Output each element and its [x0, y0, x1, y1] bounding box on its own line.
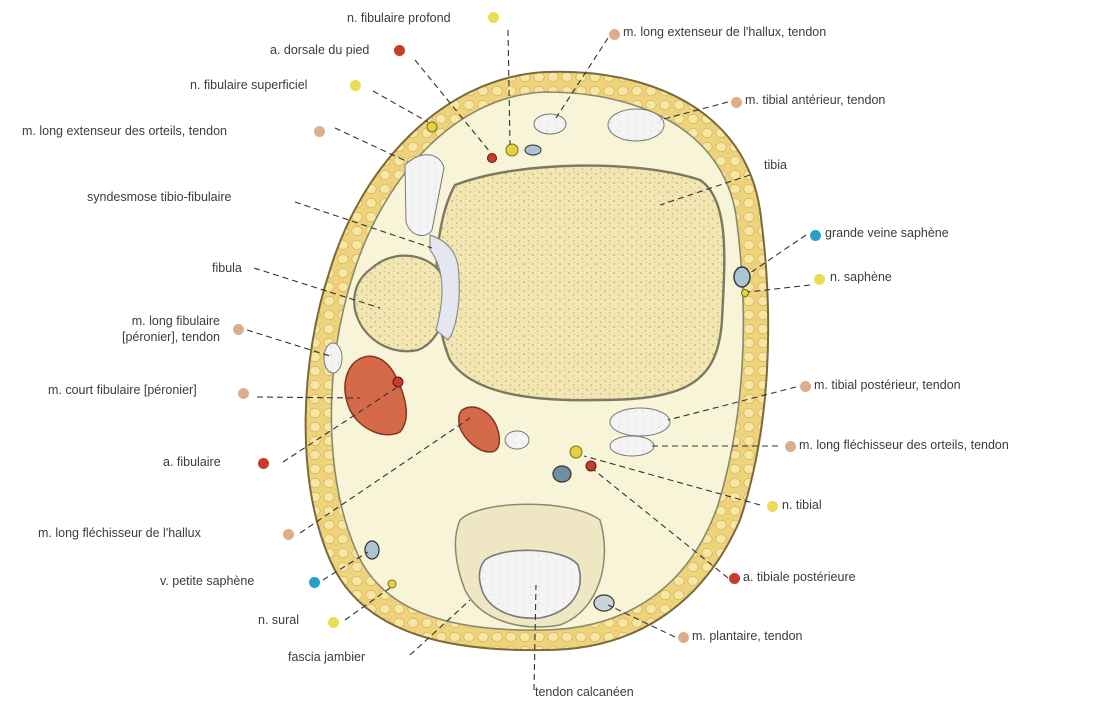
label-a-fibulaire: a. fibulaire	[163, 455, 221, 469]
label-m-long-flech-orteils: m. long fléchisseur des orteils, tendon	[799, 438, 1009, 452]
label-m-long-fibulaire-2: [péronier], tendon	[96, 330, 220, 344]
label-m-long-fibulaire-1: m. long fibulaire	[96, 314, 220, 328]
label-grande-veine-saphene: grande veine saphène	[825, 226, 949, 240]
label-n-fibulaire-superficiel: n. fibulaire superficiel	[190, 78, 307, 92]
plantaris-tendon	[594, 595, 614, 611]
muscle-dot	[800, 381, 811, 392]
muscle-dot	[314, 126, 325, 137]
superficial-fibular-nerve	[427, 122, 437, 132]
label-m-long-ext-hallux: m. long extenseur de l'hallux, tendon	[623, 25, 826, 39]
vein-dot	[810, 230, 821, 241]
muscle-dot	[609, 29, 620, 40]
dorsalis-pedis-vein	[525, 145, 541, 155]
muscle-dot	[233, 324, 244, 335]
label-v-petite-saphene: v. petite saphène	[160, 574, 254, 588]
nerve-dot	[350, 80, 361, 91]
nerve-dot	[328, 617, 339, 628]
tibialis-posterior-tendon	[610, 408, 670, 436]
fhl-tendon	[505, 431, 529, 449]
label-n-fibulaire-profond: n. fibulaire profond	[347, 11, 451, 25]
muscle-dot	[785, 441, 796, 452]
label-fascia-jambier: fascia jambier	[288, 650, 365, 664]
label-n-saphene: n. saphène	[830, 270, 892, 284]
label-tendon-calcaneen: tendon calcanéen	[535, 685, 634, 699]
saphenous-nerve	[742, 290, 749, 297]
vein-dot	[309, 577, 320, 588]
fibular-artery	[393, 377, 403, 387]
label-m-court-fibulaire: m. court fibulaire [péronier]	[48, 383, 197, 397]
tibial-nerve	[570, 446, 582, 458]
label-a-tibiale-post: a. tibiale postérieure	[743, 570, 856, 584]
muscle-dot	[283, 529, 294, 540]
nerve-dot	[488, 12, 499, 23]
small-saphenous-vein	[365, 541, 379, 559]
artery-dot	[729, 573, 740, 584]
posterior-tibial-artery	[586, 461, 596, 471]
label-n-tibial: n. tibial	[782, 498, 822, 512]
label-a-dorsale-pied: a. dorsale du pied	[270, 43, 369, 57]
dorsalis-pedis-artery	[488, 154, 497, 163]
muscle-dot	[238, 388, 249, 399]
peroneus-longus-tendon	[324, 343, 342, 373]
label-m-long-ext-orteils: m. long extenseur des orteils, tendon	[22, 124, 227, 138]
deep-fibular-nerve	[506, 144, 518, 156]
label-m-tibial-ant: m. tibial antérieur, tendon	[745, 93, 885, 107]
tibialis-anterior-tendon	[608, 109, 664, 141]
label-fibula: fibula	[212, 261, 242, 275]
label-syndesmose: syndesmose tibio-fibulaire	[87, 190, 232, 204]
fdl-tendon	[610, 436, 654, 456]
artery-dot	[394, 45, 405, 56]
posterior-tibial-vein	[553, 466, 571, 482]
ehl-tendon	[534, 114, 566, 134]
label-tibia: tibia	[764, 158, 787, 172]
nerve-dot	[814, 274, 825, 285]
label-m-plantaire: m. plantaire, tendon	[692, 629, 803, 643]
label-n-sural: n. sural	[258, 613, 299, 627]
nerve-dot	[767, 501, 778, 512]
great-saphenous-vein	[734, 267, 750, 287]
label-m-tibial-post: m. tibial postérieur, tendon	[814, 378, 961, 392]
sural-nerve	[388, 580, 396, 588]
muscle-dot	[678, 632, 689, 643]
muscle-dot	[731, 97, 742, 108]
tibia-bone	[436, 166, 724, 401]
label-m-long-flech-hallux: m. long fléchisseur de l'hallux	[38, 526, 201, 540]
artery-dot	[258, 458, 269, 469]
